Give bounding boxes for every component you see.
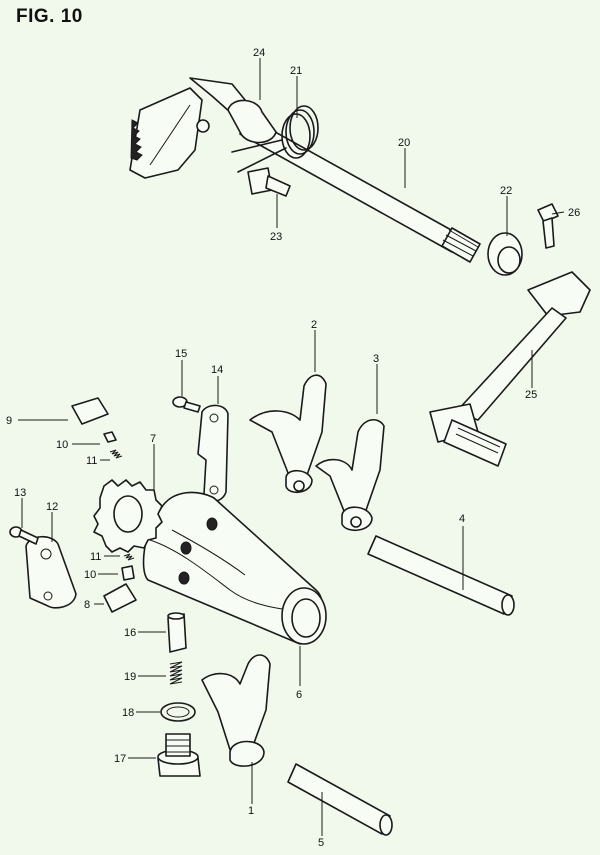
pawl-spring-upper xyxy=(109,449,123,459)
stopper-pawl xyxy=(71,397,109,425)
label-part-7: 7 xyxy=(150,433,156,445)
label-part-25: 25 xyxy=(525,389,537,401)
label-part-16: 16 xyxy=(124,627,136,639)
gearshift-shaft xyxy=(239,117,481,263)
stopper-plate xyxy=(197,404,229,503)
label-part-23: 23 xyxy=(270,231,282,243)
figure-title: FIG. 10 xyxy=(16,6,83,27)
gearshift-cam xyxy=(142,491,327,645)
label-part-19: 19 xyxy=(124,671,136,683)
shift-fork-upper xyxy=(249,374,327,493)
gearshift-lever xyxy=(429,271,591,467)
label-part-20: 20 xyxy=(398,137,410,149)
oil-seal xyxy=(487,232,523,276)
label-part-14: 14 xyxy=(211,364,223,376)
label-part-3: 3 xyxy=(373,353,379,365)
drain-plug xyxy=(157,733,201,777)
label-part-24: 24 xyxy=(253,47,265,59)
shift-fork-middle xyxy=(315,419,385,531)
label-part-18: 18 xyxy=(122,707,134,719)
cam-stopper-pawl-lower xyxy=(103,583,137,613)
label-part-2: 2 xyxy=(311,319,317,331)
guide-plate-screw xyxy=(9,526,39,545)
leader-lines xyxy=(18,58,565,836)
label-part-1: 1 xyxy=(248,805,254,817)
label-part-9: 9 xyxy=(6,415,12,427)
fork-shaft-upper xyxy=(367,535,515,616)
pawl-pin-lower xyxy=(121,565,135,581)
pawl-spring-lower xyxy=(123,553,135,561)
label-part-11-lower: 11 xyxy=(90,551,101,563)
cam-driven-gear xyxy=(93,479,163,553)
part-number-labels: 24 21 20 22 26 23 25 2 3 4 15 14 7 9 10 … xyxy=(6,47,580,849)
label-part-22: 22 xyxy=(500,185,512,197)
stopper-bolt xyxy=(247,167,291,197)
shift-fork-lower xyxy=(201,654,271,767)
neutral-contact xyxy=(167,612,187,653)
label-part-17: 17 xyxy=(114,753,126,765)
cam-guide-plate xyxy=(25,535,77,609)
label-part-26: 26 xyxy=(568,207,580,219)
label-part-10-lower: 10 xyxy=(84,569,96,581)
pedal-bolt xyxy=(537,203,559,249)
label-part-10-upper: 10 xyxy=(56,439,68,451)
label-part-21: 21 xyxy=(290,65,302,77)
label-part-11-upper: 11 xyxy=(86,455,97,467)
label-part-12: 12 xyxy=(46,501,58,513)
plate-screw xyxy=(172,396,201,413)
return-spring xyxy=(231,105,319,173)
label-part-8: 8 xyxy=(84,599,90,611)
contact-spring xyxy=(169,661,183,685)
label-part-15: 15 xyxy=(175,348,187,360)
label-part-4: 4 xyxy=(459,513,465,525)
label-part-5: 5 xyxy=(318,837,324,849)
fork-shaft-lower xyxy=(287,763,393,836)
o-ring xyxy=(160,702,196,722)
label-part-6: 6 xyxy=(296,689,302,701)
shift-arm xyxy=(129,77,277,179)
label-part-13: 13 xyxy=(14,487,26,499)
pawl-pin-upper xyxy=(103,431,117,443)
